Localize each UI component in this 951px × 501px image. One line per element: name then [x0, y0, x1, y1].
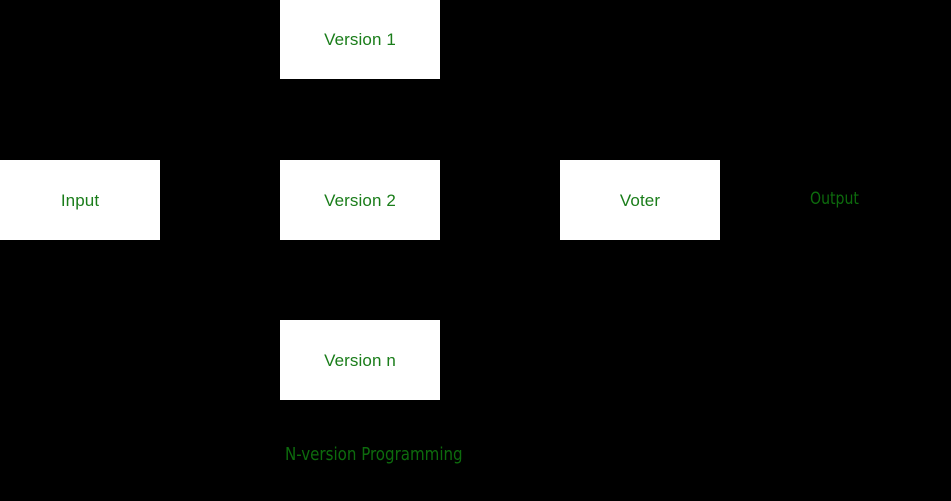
edge-input-to-version-1 — [160, 39, 278, 201]
node-voter-label: Voter — [619, 190, 661, 210]
node-version-1[interactable]: Version 1 — [280, 0, 440, 79]
node-version-n-label: Version n — [324, 350, 396, 370]
node-input-label: Input — [60, 190, 100, 210]
edge-version-n-to-voter — [440, 199, 558, 361]
node-version-2-label: Version 2 — [324, 190, 396, 210]
node-input[interactable]: Input — [0, 160, 160, 240]
node-version-n[interactable]: Version n — [280, 320, 440, 400]
diagram-caption: N-version Programming — [285, 444, 463, 465]
output-label: Output — [810, 189, 859, 209]
node-version-1-label: Version 1 — [324, 30, 396, 49]
edge-version-1-to-voter — [440, 39, 558, 201]
arrowhead-output — [797, 193, 812, 207]
node-voter[interactable]: Voter — [560, 160, 720, 240]
node-version-2[interactable]: Version 2 — [280, 160, 440, 240]
edge-input-to-version-n — [160, 199, 278, 361]
